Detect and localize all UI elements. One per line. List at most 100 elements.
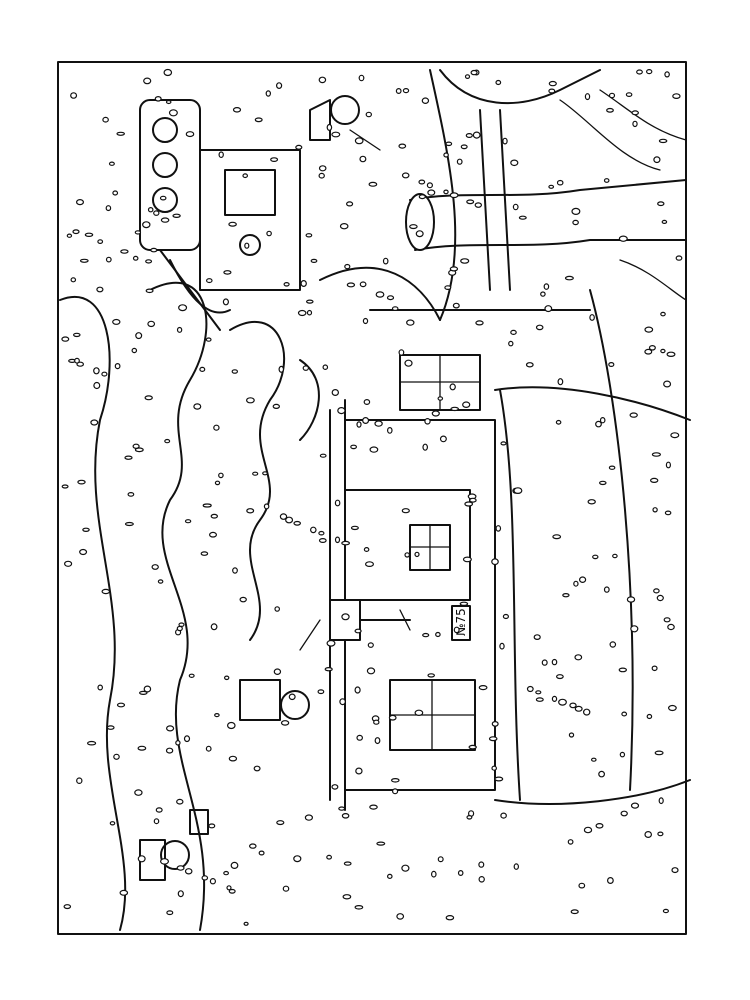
snowflake	[278, 365, 285, 373]
snowflake	[422, 632, 430, 638]
snowflake	[583, 708, 591, 716]
snowflake	[478, 684, 488, 691]
snowflake	[510, 329, 517, 335]
snowflake	[422, 443, 429, 451]
snowflake	[386, 295, 395, 301]
snowflake	[70, 277, 77, 283]
snowflake	[367, 642, 374, 648]
snowflake	[344, 263, 351, 270]
snowflake	[574, 705, 583, 712]
snowflake	[657, 831, 664, 837]
snowflake	[201, 875, 209, 881]
snowflake	[396, 913, 405, 920]
snowflake	[426, 182, 433, 189]
snowflake	[491, 765, 498, 771]
snowflake	[608, 465, 616, 470]
snowflake	[366, 667, 376, 675]
snowflake	[206, 278, 213, 284]
snowflake	[318, 530, 325, 536]
snowflake	[101, 588, 111, 595]
snowflake	[644, 348, 653, 355]
snowflake	[608, 92, 616, 99]
snowflake	[459, 601, 469, 607]
snowflake	[168, 109, 178, 117]
snowflake	[326, 854, 333, 860]
snowflake	[346, 282, 356, 288]
snowflake	[166, 725, 175, 732]
snowflake	[76, 361, 85, 367]
snowflake	[109, 821, 116, 826]
snowflake	[508, 340, 514, 347]
snowflake	[491, 721, 499, 727]
snowflake	[409, 224, 418, 230]
snowflake	[293, 520, 302, 526]
snowflake	[401, 508, 410, 514]
snowflake	[144, 395, 153, 401]
snowflake	[491, 558, 499, 566]
snowflake	[76, 777, 83, 785]
snowflake	[218, 472, 224, 479]
snowflake	[97, 239, 104, 245]
snowflake	[626, 596, 636, 603]
snowflake	[359, 281, 367, 288]
snowflake	[365, 111, 372, 118]
snowflake	[341, 540, 351, 546]
snowflake	[153, 210, 160, 216]
snowflake	[603, 586, 610, 593]
snowflake	[354, 904, 364, 910]
snowflake	[66, 233, 73, 238]
snowflake	[414, 709, 424, 717]
snowflake	[86, 740, 97, 746]
snowflake	[513, 487, 523, 495]
snowflake	[430, 870, 437, 878]
tree-stump	[405, 193, 435, 251]
snowflake	[246, 508, 255, 514]
snowflake	[304, 814, 313, 821]
snowflake	[283, 281, 290, 287]
snowflake	[70, 92, 78, 99]
snowflake	[618, 235, 628, 242]
snowflake	[293, 855, 302, 863]
snowflake	[143, 77, 152, 85]
snowflake	[276, 82, 283, 89]
snowflake	[437, 396, 444, 401]
snowflake	[418, 194, 426, 200]
snowflake	[341, 812, 350, 819]
snowflake	[295, 144, 303, 150]
snowflake	[342, 894, 352, 900]
snowflake	[466, 814, 473, 820]
snowflake	[154, 96, 162, 102]
snowflake	[464, 501, 474, 507]
snowflake	[404, 552, 411, 558]
snowflake	[151, 564, 159, 570]
snowflake	[177, 890, 184, 898]
snowflake	[282, 885, 290, 892]
snowflake	[306, 309, 313, 316]
snowflake	[334, 499, 341, 507]
snowflake	[488, 736, 498, 742]
bulldozer-driver-head	[239, 234, 261, 256]
snowflake	[318, 537, 327, 543]
snowflake	[176, 865, 185, 871]
snowflake	[124, 521, 134, 527]
snowflake	[176, 326, 183, 333]
snowflake	[166, 910, 174, 916]
snowflake	[670, 432, 680, 439]
snowflake	[222, 298, 229, 306]
snowflake	[390, 777, 400, 783]
snowflake	[63, 560, 73, 567]
snowflake	[74, 357, 80, 364]
snowflake	[392, 788, 399, 795]
picture-frame	[57, 61, 687, 935]
snowflake	[664, 510, 672, 516]
snowflake	[214, 712, 220, 718]
snowflake	[288, 693, 296, 701]
snowflake	[358, 74, 365, 82]
snowflake	[653, 588, 660, 594]
snowflake	[305, 299, 314, 304]
snowflake	[302, 365, 309, 371]
snowflake	[470, 69, 478, 76]
snowflake	[209, 531, 218, 538]
snowflake	[449, 383, 456, 391]
snowflake	[391, 306, 399, 312]
